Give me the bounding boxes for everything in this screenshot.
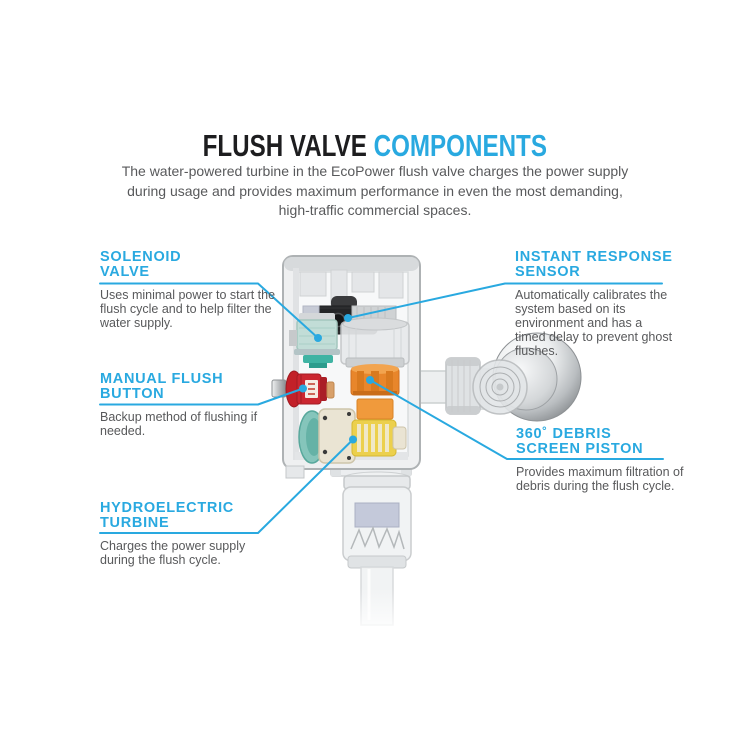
- callout-lines: [99, 282, 664, 534]
- callout-title: 360˚ DEBRIS SCREEN PISTON: [516, 427, 688, 456]
- subtitle-line: high-traffic commercial spaces.: [278, 202, 472, 218]
- callout-description: Automatically calibrates the system base…: [515, 288, 673, 358]
- callout-hydroelectric-turbine: HYDROELECTRIC TURBINE Charges the power …: [100, 501, 272, 567]
- supply-connection-part: [418, 332, 582, 422]
- callout-title: SOLENOID VALVE: [100, 250, 280, 279]
- callout-title-line: TURBINE: [100, 514, 170, 531]
- subtitle: The water-powered turbine in the EcoPowe…: [0, 162, 750, 221]
- callout-title-line: SCREEN PISTON: [516, 440, 644, 457]
- callout-debris-screen-piston: 360˚ DEBRIS SCREEN PISTON Provides maxim…: [516, 427, 688, 493]
- title-primary: FLUSH VALVE: [202, 128, 368, 163]
- callout-title-line: SOLENOID: [100, 249, 182, 265]
- callout-title: INSTANT RESPONSE SENSOR: [515, 250, 675, 279]
- callout-description: Charges the power supply during the flus…: [100, 539, 246, 567]
- manual-flush-button-part: [271, 370, 335, 408]
- callout-description: Backup method of flushing if needed.: [100, 410, 258, 438]
- callout-title-line: SENSOR: [515, 263, 581, 280]
- subtitle-line: The water-powered turbine in the EcoPowe…: [121, 163, 629, 179]
- hydroelectric-turbine-part: [298, 408, 407, 464]
- subtitle-line: during usage and provides maximum perfor…: [127, 182, 623, 199]
- callout-title: MANUAL FLUSH BUTTON: [100, 372, 276, 401]
- callout-title-line: INSTANT RESPONSE: [515, 249, 673, 265]
- callout-title-line: HYDROELECTRIC: [100, 500, 234, 516]
- callout-title-line: VALVE: [100, 263, 150, 280]
- page-title-text: FLUSH VALVE COMPONENTS: [203, 130, 547, 161]
- callout-title-line: 360˚ DEBRIS: [516, 426, 612, 442]
- callout-title-line: MANUAL FLUSH: [100, 371, 224, 387]
- outlet-vacuum-breaker-part: [330, 457, 412, 636]
- callout-solenoid-valve: SOLENOID VALVE Uses minimal power to sta…: [100, 250, 280, 330]
- callout-title: HYDROELECTRIC TURBINE: [100, 501, 272, 530]
- callout-description: Provides maximum filtration of debris du…: [516, 465, 684, 493]
- title-accent: COMPONENTS: [373, 128, 548, 163]
- callout-manual-flush-button: MANUAL FLUSH BUTTON Backup method of flu…: [100, 372, 276, 438]
- callout-description: Uses minimal power to start the flush cy…: [100, 288, 276, 330]
- callout-instant-response-sensor: INSTANT RESPONSE SENSOR Automatically ca…: [515, 250, 675, 358]
- callout-title-line: BUTTON: [100, 385, 165, 402]
- page-title: FLUSH VALVE COMPONENTS: [0, 127, 750, 164]
